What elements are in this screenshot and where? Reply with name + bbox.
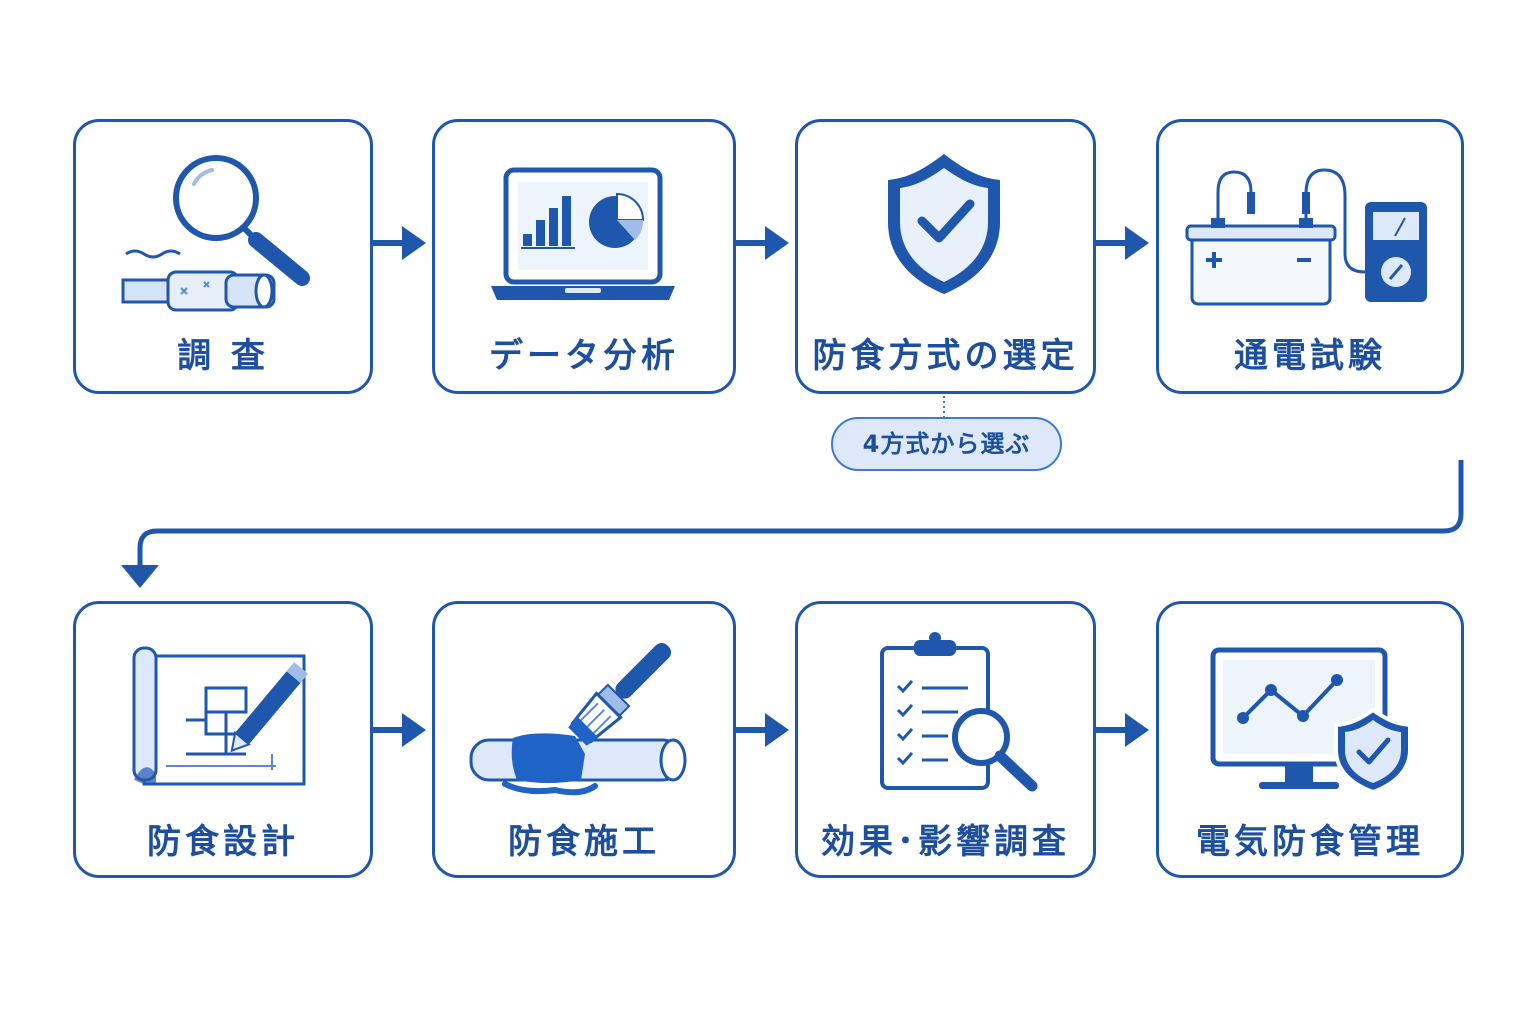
step-label: 通電試験: [1234, 336, 1386, 376]
step-label: 調 査: [177, 336, 269, 376]
arrow-right-1: [373, 226, 426, 260]
step-data-analysis: データ分析: [432, 119, 736, 394]
step-label: 防食施工: [508, 822, 660, 862]
step-label: 電気防食管理: [1196, 822, 1424, 862]
step-effect-survey: 効果･影響調査: [795, 601, 1096, 878]
magnifier-pipe-icon: [121, 155, 310, 312]
step-label: 防食方式の選定: [812, 336, 1079, 376]
wrap-connector: [121, 460, 1464, 588]
step-management: 電気防食管理: [1156, 601, 1464, 878]
clipboard-search-icon: [880, 632, 1038, 792]
method-note-pill: 4方式から選ぶ: [831, 417, 1062, 471]
step-construction: 防食施工: [432, 601, 736, 878]
arrow-right-2: [736, 226, 789, 260]
monitor-shield-icon: [1210, 647, 1412, 795]
step-label: データ分析: [489, 336, 679, 376]
step-method-selection: 防食方式の選定: [795, 119, 1096, 394]
step-current-test: 通電試験: [1156, 119, 1464, 394]
step-design: 防食設計: [73, 601, 373, 878]
blueprint-pencil-icon: [132, 646, 309, 786]
laptop-chart-icon: [491, 167, 675, 300]
paintbrush-pipe-icon: [469, 642, 687, 796]
arrow-right-3: [1096, 226, 1149, 260]
arrow-right-5: [736, 713, 789, 747]
battery-meter-icon: [1185, 168, 1427, 306]
step-label: 防食設計: [147, 822, 299, 862]
step-survey: 調 査: [73, 119, 373, 394]
shield-check-icon: [888, 154, 1000, 294]
arrow-right-6: [1096, 713, 1149, 747]
step-label: 効果･影響調査: [821, 822, 1070, 862]
arrow-right-4: [373, 713, 426, 747]
